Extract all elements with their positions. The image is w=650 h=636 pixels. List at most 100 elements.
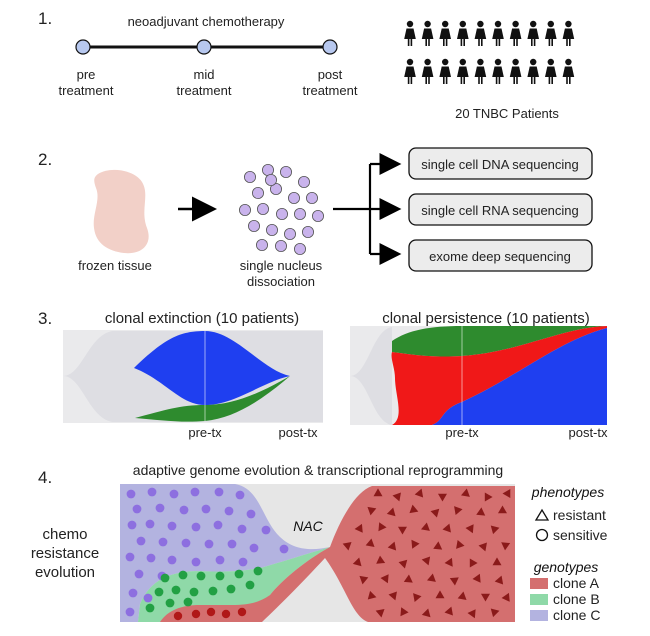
green-clone-persistence bbox=[392, 326, 607, 357]
purple-cell-dot bbox=[191, 557, 201, 567]
purple-cell-dot bbox=[167, 555, 177, 565]
green-cell-dot bbox=[165, 598, 175, 608]
triangle-cell bbox=[427, 573, 436, 582]
woman-icon bbox=[545, 20, 557, 46]
method-scdna-label: single cell DNA sequencing bbox=[421, 157, 579, 172]
woman-icon bbox=[457, 20, 469, 46]
method-box-scrna bbox=[408, 193, 593, 226]
green-cell-dot bbox=[160, 573, 170, 583]
panel-2-number: 2. bbox=[38, 150, 52, 169]
purple-cell-dot bbox=[246, 509, 256, 519]
triangle-cell bbox=[442, 523, 451, 533]
nucleus bbox=[265, 223, 278, 236]
mid-timepoint-marker bbox=[196, 39, 212, 55]
purple-cell-dot bbox=[237, 524, 247, 534]
purple-cell-dot bbox=[249, 543, 259, 553]
green-cell-dot bbox=[196, 571, 206, 581]
triangle-cell bbox=[437, 493, 447, 502]
triangle-cell bbox=[449, 577, 459, 586]
phenotypes-title: phenotypes bbox=[531, 484, 604, 500]
woman-icon bbox=[509, 58, 522, 84]
dissociation-label-line2: dissociation bbox=[247, 274, 315, 289]
nucleus bbox=[279, 165, 292, 178]
triangle-cell bbox=[387, 541, 397, 551]
triangle-cell bbox=[414, 488, 424, 498]
triangle-cell bbox=[421, 608, 431, 618]
woman-icon bbox=[404, 20, 416, 46]
panel-4-number: 4. bbox=[38, 468, 52, 487]
nucleus bbox=[287, 191, 300, 204]
woman-icon bbox=[439, 58, 451, 84]
purple-cell-dot bbox=[181, 538, 191, 548]
triangle-cell bbox=[421, 556, 431, 566]
sensitive-cells-clone-b bbox=[145, 566, 263, 613]
triangle-cell bbox=[484, 492, 493, 502]
woman-icon bbox=[439, 20, 451, 46]
nucleus bbox=[269, 182, 282, 195]
purple-cell-dot bbox=[158, 537, 168, 547]
triangle-cell bbox=[354, 523, 363, 533]
extinction-post-label: post-tx bbox=[278, 425, 318, 440]
triangle-cell bbox=[433, 541, 443, 550]
timepoint-pre-line2: treatment bbox=[59, 83, 114, 98]
triangle-cell bbox=[480, 593, 490, 602]
triangle-cell bbox=[490, 525, 500, 535]
purple-cell-dot bbox=[126, 489, 136, 499]
timeline-label: neoadjuvant chemotherapy bbox=[128, 14, 285, 29]
purple-cell-dot bbox=[214, 487, 224, 497]
purple-cell-dot bbox=[127, 520, 137, 530]
clone-b-swatch bbox=[530, 594, 548, 605]
nucleus bbox=[301, 225, 314, 238]
persistence-fishplot bbox=[350, 326, 607, 425]
triangle-cell bbox=[400, 607, 409, 617]
triangle-cell bbox=[502, 489, 511, 499]
green-cell-dot bbox=[189, 587, 199, 597]
triangle-cell bbox=[376, 555, 386, 564]
extinction-fishplot bbox=[63, 330, 323, 423]
green-cell-dot bbox=[178, 570, 188, 580]
triangle-cell bbox=[444, 557, 453, 567]
nucleus bbox=[247, 219, 260, 232]
nucleus bbox=[256, 202, 269, 215]
triangle-cell bbox=[469, 558, 478, 568]
green-cell-dot bbox=[245, 580, 255, 590]
genotype-clone-b-label: clone B bbox=[553, 591, 600, 607]
triangle-cell bbox=[367, 590, 377, 600]
sensitive-cells-clone-a bbox=[173, 607, 247, 621]
blue-clone-extinction bbox=[134, 331, 290, 405]
triangle-cell bbox=[467, 609, 476, 619]
genotypes-title: genotypes bbox=[534, 559, 599, 575]
purple-cell-dot bbox=[191, 522, 201, 532]
purple-cell-dot bbox=[128, 588, 138, 598]
nucleus bbox=[243, 170, 256, 183]
triangle-cell bbox=[403, 574, 413, 583]
triangle-legend-icon bbox=[534, 508, 550, 521]
woman-icon bbox=[509, 20, 522, 46]
nuclei-cluster bbox=[238, 163, 324, 255]
woman-icon bbox=[545, 58, 557, 84]
triangle-cell bbox=[494, 575, 504, 585]
branch-arrows bbox=[333, 153, 402, 265]
triangle-cell bbox=[457, 591, 467, 600]
triangle-cell bbox=[435, 590, 445, 599]
triangle-cell bbox=[367, 506, 377, 516]
nucleus bbox=[251, 186, 264, 199]
genotype-clone-c-label: clone C bbox=[553, 607, 600, 623]
triangle-cell bbox=[478, 542, 487, 552]
phenotype-resistant-label: resistant bbox=[553, 507, 606, 523]
triangle-cell bbox=[375, 609, 385, 618]
nucleus bbox=[238, 203, 251, 216]
frozen-tissue-shape bbox=[93, 169, 149, 254]
green-cell-dot bbox=[215, 571, 225, 581]
woman-icon bbox=[474, 20, 487, 46]
triangle-cell bbox=[386, 507, 396, 517]
purple-cell-dot bbox=[227, 539, 237, 549]
red-cell-dot bbox=[191, 609, 201, 619]
clone-c-region bbox=[120, 484, 330, 622]
triangle-cell bbox=[497, 505, 507, 514]
green-cell-dot bbox=[183, 597, 193, 607]
clone-c-swatch bbox=[530, 610, 548, 621]
green-cell-dot bbox=[234, 569, 244, 579]
purple-cell-dot bbox=[201, 504, 211, 514]
